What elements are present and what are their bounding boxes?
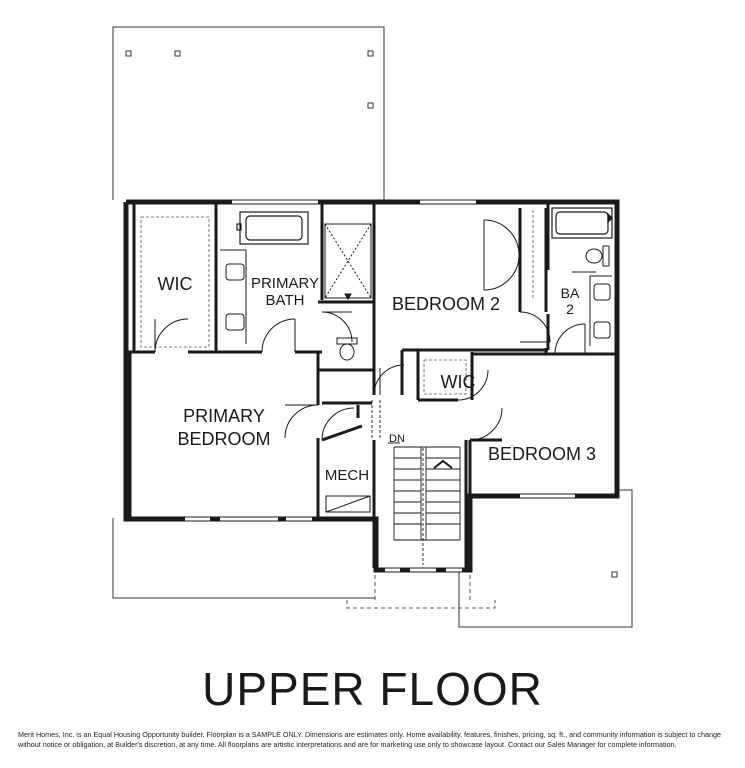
label-primary-bedroom-line2: BEDROOM [177, 429, 270, 449]
label-mech: MECH [325, 467, 369, 484]
porch-dashed-line [346, 575, 496, 609]
interior-walls [128, 204, 615, 568]
closet-rods [140, 210, 534, 395]
mech-unit [325, 495, 371, 513]
label-bedroom-2: BEDROOM 2 [392, 294, 500, 314]
vanity-primary [220, 249, 247, 344]
toilet-primary [336, 337, 358, 361]
label-wic-2: WIC [441, 372, 476, 392]
label-bedroom-3: BEDROOM 3 [488, 444, 596, 464]
label-primary-bath-line1: PRIMARY [251, 275, 319, 292]
label-primary-bedroom-line1: PRIMARY [183, 406, 265, 426]
label-ba2-line2: 2 [566, 301, 574, 317]
vanity-ba2 [589, 275, 612, 346]
window-lines [185, 199, 575, 573]
windows [185, 200, 575, 572]
label-wic-primary: WIC [158, 274, 193, 294]
page-title: UPPER FLOOR [202, 663, 543, 715]
tub-ba2 [551, 207, 613, 239]
label-ba2-line1: BA [561, 285, 580, 301]
toilet-ba2 [572, 245, 610, 273]
roof-outline-top [112, 26, 385, 200]
porch-outline-right [458, 489, 633, 628]
shower-primary [324, 223, 372, 300]
stairs [371, 400, 461, 565]
doors [154, 219, 586, 441]
label-stair-dn: DN [389, 433, 405, 445]
porch-outline-left [112, 518, 375, 599]
floor-plan: WIC PRIMARY BATH BEDROOM 2 BA 2 WIC PRIM… [112, 26, 633, 628]
label-primary-bath-line2: BATH [266, 292, 305, 309]
disclaimer-text: Merit Homes, Inc. is an Equal Housing Op… [18, 730, 721, 749]
tub-primary [236, 211, 309, 245]
